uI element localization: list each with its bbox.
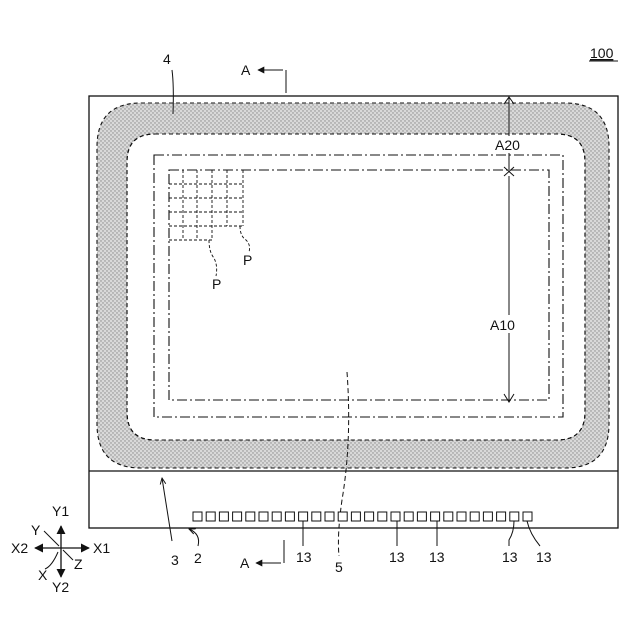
- terminal-pad: [351, 512, 360, 521]
- axis-label-x: X: [38, 567, 48, 583]
- section-label-bottom: A: [240, 555, 250, 571]
- axis-label-y: Y: [31, 522, 41, 538]
- terminal-pad: [312, 512, 321, 521]
- pad-label-1: 13: [296, 549, 312, 565]
- pixel-label-right: P: [243, 252, 252, 268]
- pad-label-2: 13: [389, 549, 405, 565]
- axis-label-x2: X2: [11, 540, 28, 556]
- axis-label-z: Z: [74, 556, 83, 572]
- terminal-pad: [391, 512, 400, 521]
- pixel-label-left: P: [212, 276, 221, 292]
- figure-ref-number: 100: [590, 45, 614, 61]
- pad-label-4: 13: [502, 549, 518, 565]
- terminal-pad: [325, 512, 334, 521]
- display-region-label: 5: [335, 559, 343, 575]
- terminal-pad: [299, 512, 308, 521]
- dim-a10-label: A10: [490, 317, 515, 333]
- terminal-pad: [431, 512, 440, 521]
- axis-label-x1: X1: [93, 540, 110, 556]
- axis-label-y2: Y2: [52, 579, 69, 595]
- terminal-pad: [246, 512, 255, 521]
- terminal-pad: [259, 512, 268, 521]
- terminal-pad: [404, 512, 413, 521]
- section-label-top: A: [241, 62, 251, 78]
- substrate-label: 2: [194, 550, 202, 566]
- axis-label-y1: Y1: [52, 503, 69, 519]
- dim-a20-label: A20: [495, 137, 520, 153]
- terminal-pad: [285, 512, 294, 521]
- substrate-leader: [189, 529, 199, 546]
- terminal-pad: [378, 512, 387, 521]
- terminal-pad: [510, 512, 519, 521]
- terminal-pad: [272, 512, 281, 521]
- terminal-pad: [483, 512, 492, 521]
- terminal-pad: [470, 512, 479, 521]
- pad-label-3: 13: [429, 549, 445, 565]
- terminal-pad: [497, 512, 506, 521]
- terminal-pad: [206, 512, 215, 521]
- frame-region-label: 4: [163, 51, 171, 67]
- terminal-pad: [523, 512, 532, 521]
- nonfold-region-label: 3: [171, 552, 179, 568]
- terminal-pad: [457, 512, 466, 521]
- terminal-pad: [338, 512, 347, 521]
- terminal-pad: [444, 512, 453, 521]
- pad-label-5: 13: [536, 549, 552, 565]
- terminal-pad: [365, 512, 374, 521]
- terminal-pad: [417, 512, 426, 521]
- terminal-pad: [219, 512, 228, 521]
- terminal-pad: [193, 512, 202, 521]
- terminal-pad: [233, 512, 242, 521]
